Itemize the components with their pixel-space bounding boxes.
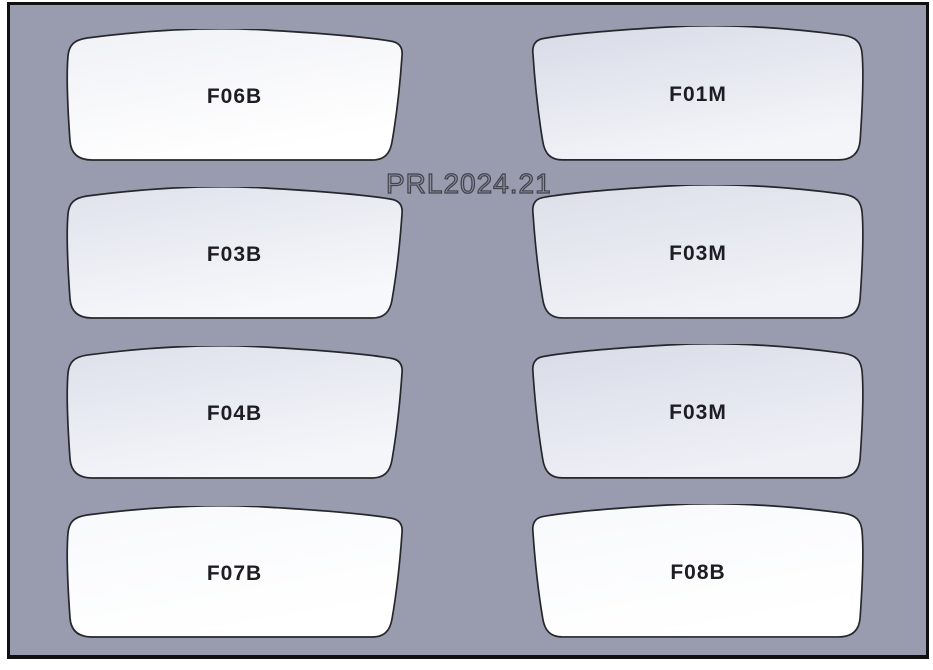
lens-shape-f03m-upper[interactable]: F03M xyxy=(528,185,868,322)
lens-outline xyxy=(531,26,864,161)
lens-outline xyxy=(66,346,403,479)
drawing-title: PRL2024.21 xyxy=(385,167,552,199)
lens-outline xyxy=(531,344,864,479)
lens-outline xyxy=(531,504,864,638)
lens-shape-f07b[interactable]: F07B xyxy=(62,506,407,641)
lens-outline xyxy=(66,506,403,638)
lens-shape-f01m[interactable]: F01M xyxy=(528,26,868,164)
lens-shape-f04b[interactable]: F04B xyxy=(62,346,407,482)
lens-outline xyxy=(531,185,864,319)
lens-outline xyxy=(66,29,403,161)
lens-shape-f08b[interactable]: F08B xyxy=(528,504,868,641)
lens-outline xyxy=(66,187,403,319)
lens-shape-f06b[interactable]: F06B xyxy=(62,29,407,164)
lens-shape-f03b[interactable]: F03B xyxy=(62,187,407,322)
lens-shape-f03m-lower[interactable]: F03M xyxy=(528,344,868,482)
